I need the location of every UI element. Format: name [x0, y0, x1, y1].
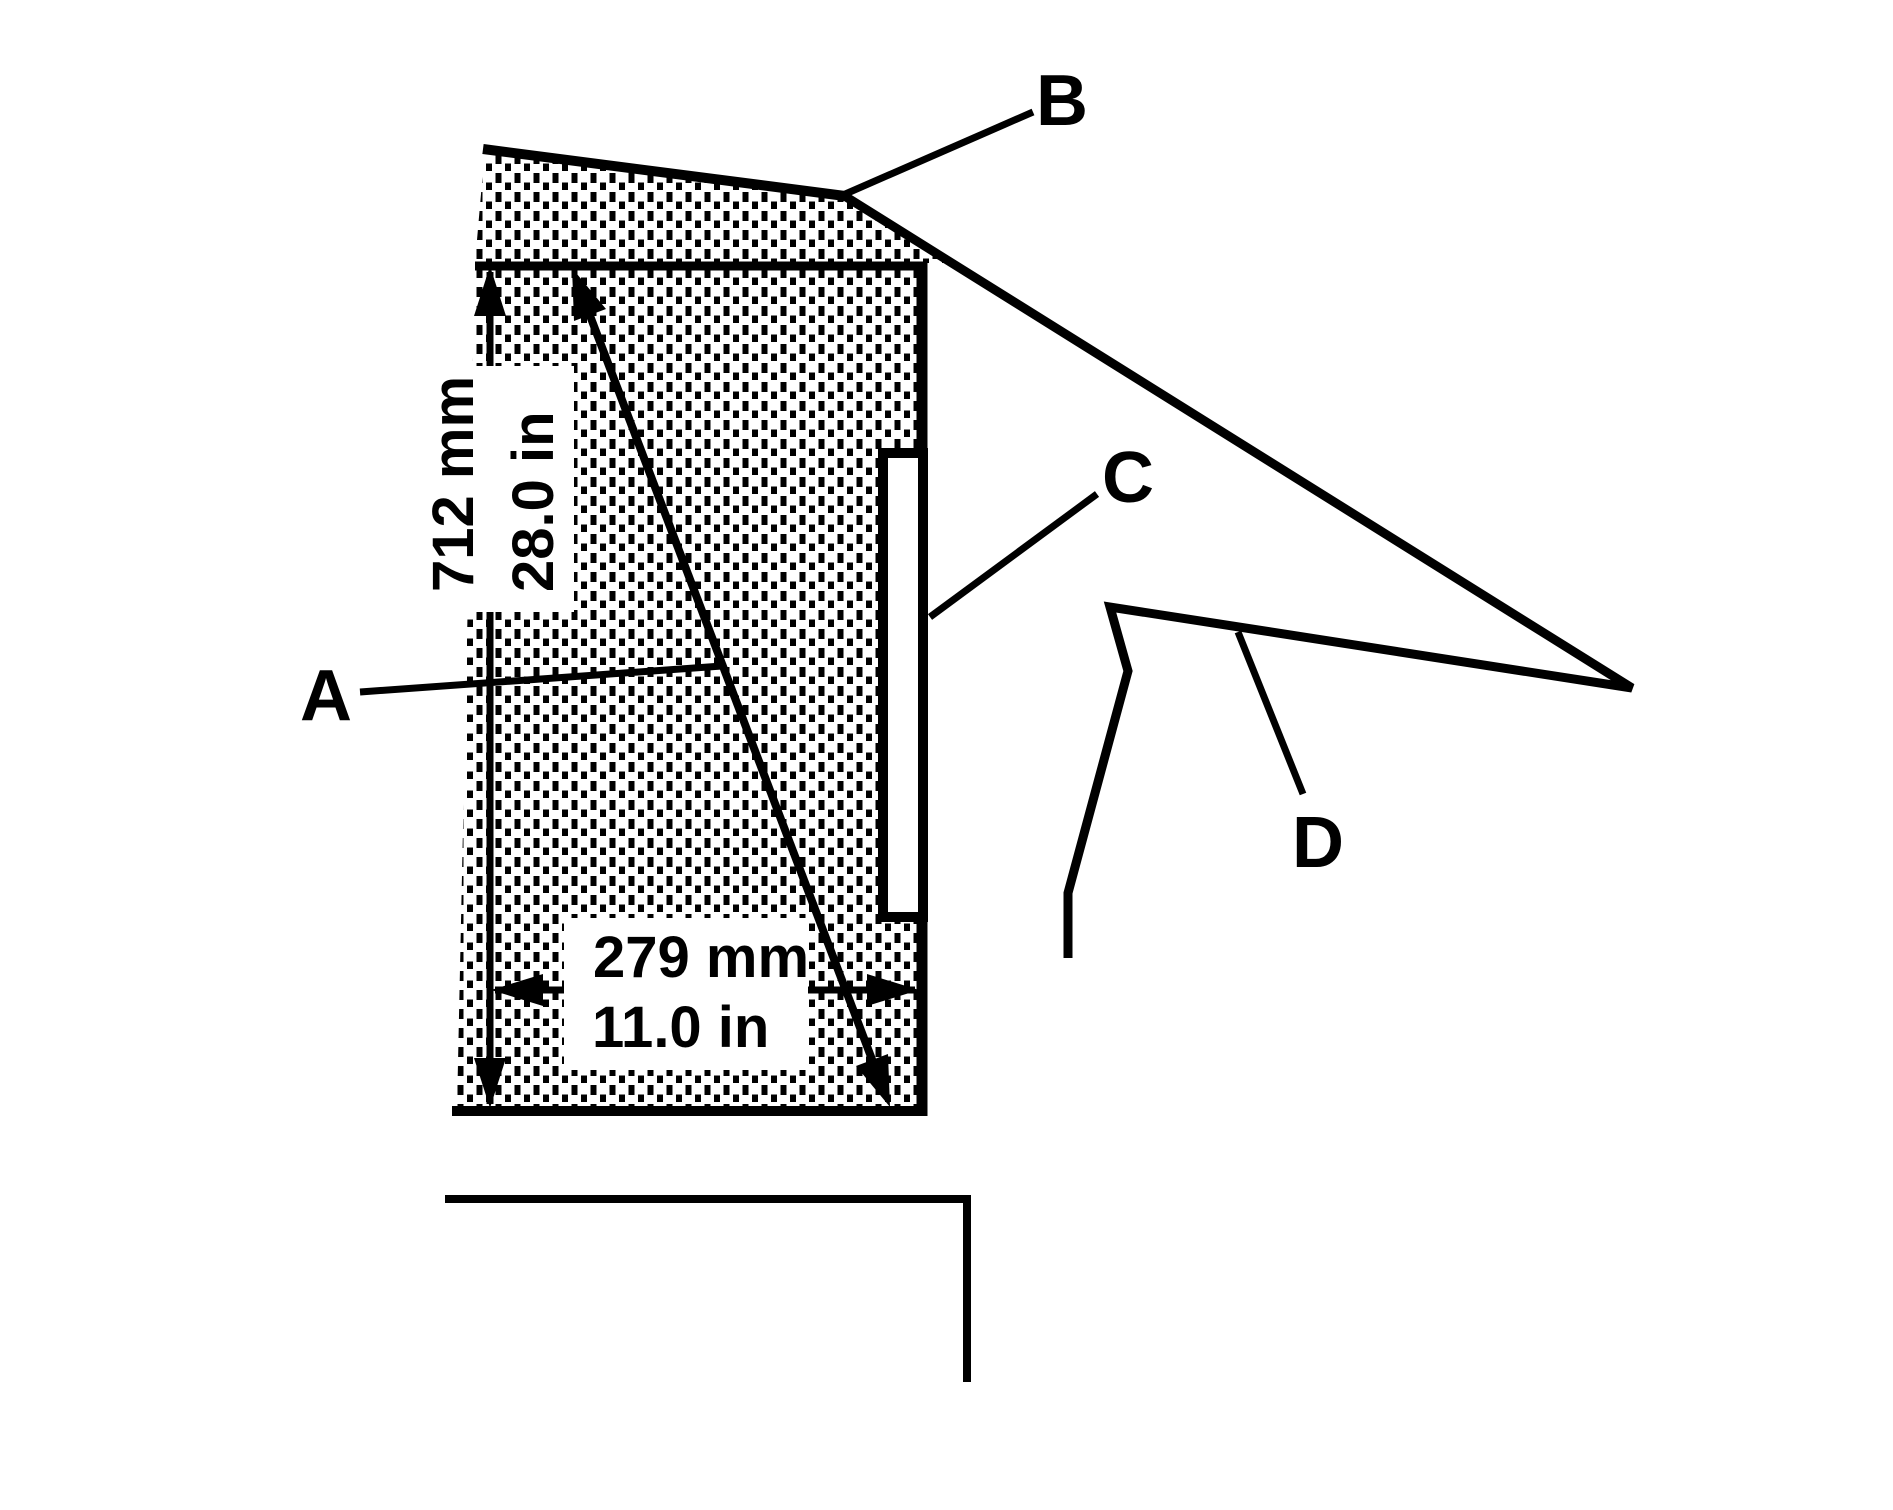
diagonal-arrow-shaft — [574, 282, 888, 1093]
callout-label-c: C — [1102, 438, 1154, 518]
leader-line-b — [841, 108, 1035, 199]
callout-label-b: B — [1036, 61, 1088, 141]
vertical-dimension-label-box — [418, 366, 574, 612]
diagonal-arrowhead-bottom — [856, 1054, 890, 1107]
horizontal-dimension-arrowhead-left — [491, 974, 543, 1006]
vertical-dimension-imperial-text: 28.0 in — [501, 411, 566, 592]
callout-label-a: A — [300, 656, 352, 736]
vertical-dimension-metric-text: 712 mm — [421, 376, 486, 592]
callout-label-d: D — [1292, 803, 1344, 883]
vertical-dimension-arrowhead-bottom — [474, 1058, 506, 1108]
slot-opening — [878, 448, 928, 922]
diagonal-arrowhead-top — [572, 268, 606, 321]
top-slant-edge — [482, 144, 846, 201]
horizontal-dimension-imperial-text: 11.0 in — [592, 995, 769, 1060]
horizontal-dimension-arrowhead-right — [867, 974, 919, 1006]
horizontal-dimension-label-box — [564, 918, 808, 1070]
vertical-dimension-arrowhead-top — [474, 266, 506, 316]
stipple-upper-wedge — [475, 148, 947, 263]
panel-outline — [840, 191, 1635, 958]
leader-line-d — [1234, 630, 1307, 796]
horizontal-dimension-metric-text: 279 mm — [593, 925, 809, 990]
leader-line-c — [927, 491, 1100, 620]
leader-line-a — [359, 662, 723, 696]
fixture-edge-line — [445, 1195, 971, 1382]
